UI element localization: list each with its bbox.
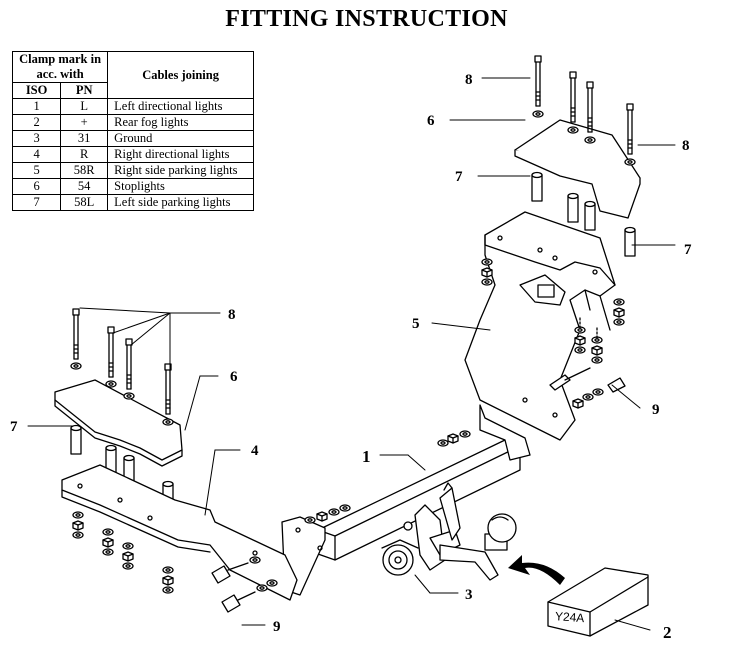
header-pn: PN	[60, 82, 109, 99]
callout-bolt-right: 8	[682, 138, 690, 154]
left-screws-9	[211, 556, 278, 613]
callout-plate-right: 6	[427, 113, 435, 129]
right-bracket-5	[464, 211, 616, 441]
callout-right-bracket: 5	[412, 316, 420, 332]
leader-lines	[27, 77, 676, 631]
callout-spacer-right: 7	[684, 242, 692, 258]
iso-cell: 7	[11, 194, 62, 211]
pn-cell: 31	[60, 130, 109, 147]
right-plate-6	[514, 119, 641, 219]
towball	[439, 482, 517, 581]
callout-ball-box: 2	[663, 623, 672, 642]
callout-spacer-left: 7	[10, 419, 18, 435]
callout-spacer-right-top: 7	[455, 169, 463, 185]
ball-code-label: Y24A	[555, 609, 585, 625]
ball-box-2	[547, 567, 649, 637]
table-header-row: Clamp mark in acc. with Cables joining	[11, 51, 254, 99]
iso-cell: 5	[11, 162, 62, 179]
page-title: FITTING INSTRUCTION	[225, 6, 508, 32]
left-bracket-4	[61, 464, 298, 601]
desc-cell: Right side parking lights	[107, 162, 254, 179]
callout-bolt-left: 8	[228, 307, 236, 323]
right-nuts-washers	[481, 258, 625, 364]
desc-cell: Ground	[107, 130, 254, 147]
callout-plate-left: 6	[230, 369, 238, 385]
desc-cell: Left side parking lights	[107, 194, 254, 211]
cables-joining-table: Clamp mark in acc. with Cables joining I…	[11, 51, 254, 211]
arrow-icon	[508, 555, 565, 585]
callout-screw-left: 9	[273, 619, 281, 635]
callout-screw-right: 9	[652, 402, 660, 418]
desc-cell: Right directional lights	[107, 146, 254, 163]
right-screws-9	[549, 367, 626, 409]
callout-left-bracket: 4	[251, 443, 259, 459]
callout-bolt-top-left: 8	[465, 72, 473, 88]
pn-cell: 54	[60, 178, 109, 195]
callout-socket: 3	[465, 587, 473, 603]
header-clamp-mark: Clamp mark in acc. with	[11, 51, 109, 83]
header-cables-joining: Cables joining	[107, 51, 254, 99]
callout-towbar: 1	[362, 447, 371, 466]
desc-cell: Stoplights	[107, 178, 254, 195]
pn-cell: 58L	[60, 194, 109, 211]
left-plate-6	[54, 379, 183, 467]
